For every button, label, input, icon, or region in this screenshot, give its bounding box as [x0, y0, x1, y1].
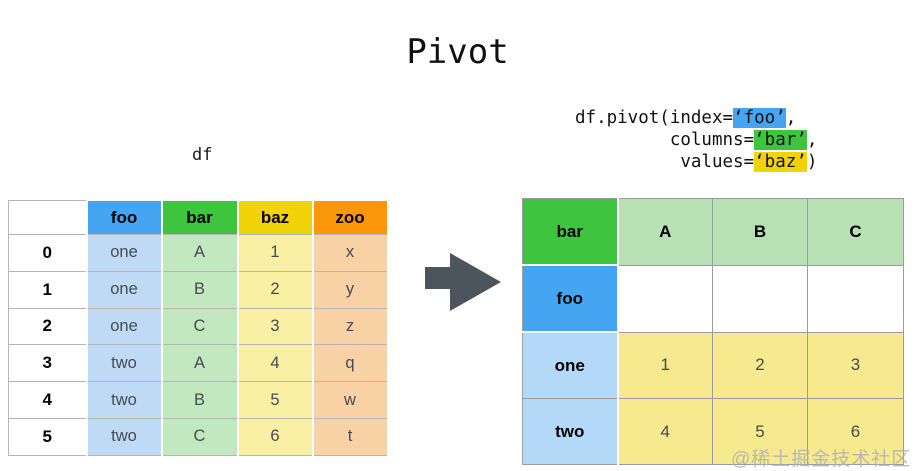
empty-cell [712, 264, 808, 333]
watermark: @稀土掘金技术社区 [731, 449, 912, 470]
col-header-baz: baz [236, 200, 314, 235]
pivot-data-row: one 1 2 3 [522, 331, 904, 399]
pivot-row-label-two: two [522, 398, 619, 465]
cell: 1 [617, 331, 713, 399]
cell: w [311, 381, 389, 419]
row-index: 5 [8, 417, 87, 456]
table-row: 1 one B 2 y [8, 270, 389, 309]
cell: two [85, 381, 163, 419]
cell: B [160, 381, 239, 419]
code-text: values= [575, 152, 755, 172]
empty-cell [807, 264, 904, 333]
cell: q [311, 344, 389, 383]
pivot-col-header-b: B [712, 198, 808, 266]
code-highlight-baz: ‘baz’ [754, 152, 807, 172]
pivot-data-row: two 4 5 6 [522, 398, 904, 465]
cell: 6 [236, 417, 314, 456]
empty-cell [617, 264, 713, 333]
cell: 6 [807, 398, 904, 465]
code-highlight-foo: ‘foo’ [733, 108, 786, 128]
cell: 2 [236, 270, 314, 309]
cell: 3 [807, 331, 904, 399]
cell: 5 [236, 381, 314, 419]
cell: y [311, 270, 389, 309]
table-row: 5 two C 6 t [8, 417, 389, 456]
cell: one [85, 234, 163, 272]
cell: 3 [236, 307, 314, 346]
col-header-bar: bar [160, 200, 239, 235]
table-row: 2 one C 3 z [8, 307, 389, 346]
right-arrow-icon [425, 253, 501, 311]
code-line-2: columns=‘bar’, [575, 129, 817, 151]
page-title: Pivot [406, 32, 509, 72]
table-row: 3 two A 4 q [8, 344, 389, 383]
pivot-index-header-foo: foo [522, 264, 619, 333]
cell: x [311, 234, 389, 272]
cell: 2 [712, 331, 808, 399]
dataframe-name-label: df [192, 145, 213, 165]
cell: one [85, 270, 163, 309]
pivot-header-row: bar A B C [522, 198, 904, 266]
col-header-zoo: zoo [311, 200, 389, 235]
empty-corner-cell [8, 200, 87, 235]
pivot-index-row: foo [522, 264, 904, 333]
cell: C [160, 307, 239, 346]
cell: A [160, 344, 239, 383]
cell: one [85, 307, 163, 346]
cell: 1 [236, 234, 314, 272]
cell: 4 [236, 344, 314, 383]
row-index: 2 [8, 307, 87, 346]
cell: 5 [712, 398, 808, 465]
col-header-foo: foo [85, 200, 163, 235]
pivot-col-header-a: A [617, 198, 713, 266]
cell: 4 [617, 398, 713, 465]
table-row: 4 two B 5 w [8, 381, 389, 419]
table-row: 0 one A 1 x [8, 234, 389, 272]
pivot-col-header-c: C [807, 198, 904, 266]
row-index: 3 [8, 344, 87, 383]
code-text: df.pivot(index= [575, 108, 734, 128]
row-index: 4 [8, 381, 87, 419]
table-header-row: foo bar baz zoo [8, 200, 389, 235]
cell: A [160, 234, 239, 272]
code-text: , [806, 130, 818, 150]
pivoted-result-table: bar A B C foo one 1 2 3 two 4 5 6 [522, 198, 904, 465]
cell: two [85, 417, 163, 456]
row-index: 0 [8, 234, 87, 272]
cell: B [160, 270, 239, 309]
code-text: columns= [575, 130, 755, 150]
code-highlight-bar: ‘bar’ [754, 130, 807, 150]
cell: z [311, 307, 389, 346]
code-text: ) [806, 152, 818, 172]
cell: C [160, 417, 239, 456]
pivot-corner-bar: bar [522, 198, 619, 266]
code-line-1: df.pivot(index=‘foo’, [575, 107, 817, 129]
pivot-row-label-one: one [522, 331, 619, 399]
cell: t [311, 417, 389, 456]
pivot-code-snippet: df.pivot(index=‘foo’, columns=‘bar’, val… [575, 107, 817, 173]
code-text: , [785, 108, 797, 128]
cell: two [85, 344, 163, 383]
code-line-3: values=‘baz’) [575, 151, 817, 173]
row-index: 1 [8, 270, 87, 309]
source-dataframe-table: foo bar baz zoo 0 one A 1 x 1 one B 2 y … [8, 200, 389, 456]
